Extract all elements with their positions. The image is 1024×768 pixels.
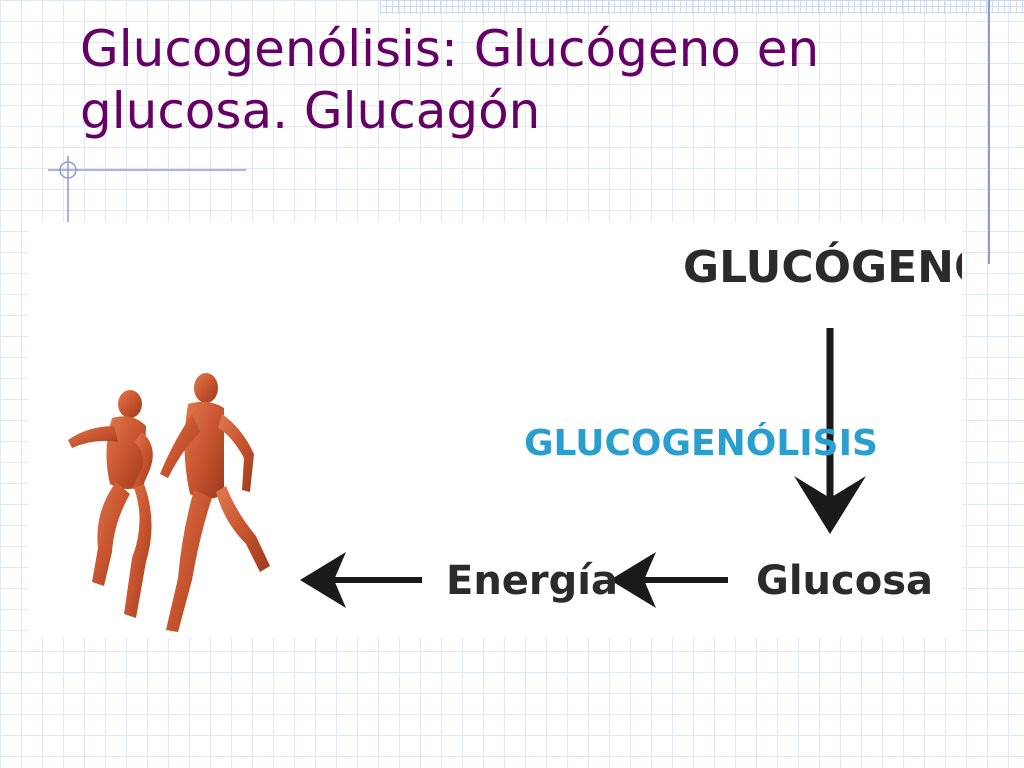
glucogenolisis-label: GLUCOGENÓLISIS (524, 422, 878, 464)
down-arrow-icon (794, 328, 866, 534)
glucogeno-label: GLUCÓGENO (683, 240, 962, 293)
slide-title: Glucogenólisis: Glucógeno en glucosa. Gl… (80, 18, 980, 142)
energia-label: Energía (446, 558, 618, 604)
decorative-vertical-rule (988, 0, 990, 264)
glucosa-label: Glucosa (756, 558, 933, 604)
running-muscle-figures-icon (68, 373, 270, 632)
runner-figure-2-icon (160, 373, 270, 632)
left-arrow-to-figures-icon (300, 552, 422, 608)
diagram-canvas: GLUCÓGENO GLUCOGENÓLISIS Glucosa Energía (68, 240, 962, 632)
glycogenolysis-diagram: GLUCÓGENO GLUCOGENÓLISIS Glucosa Energía (28, 222, 962, 638)
runner-figure-1-icon (68, 390, 153, 618)
slide-title-line-2: glucosa. Glucagón (80, 82, 541, 140)
crosshair-decoration-icon (48, 156, 246, 226)
slide-title-line-1: Glucogenólisis: Glucógeno en (80, 20, 820, 78)
corner-pattern-band (380, 0, 1024, 14)
left-arrow-icon (610, 552, 728, 608)
